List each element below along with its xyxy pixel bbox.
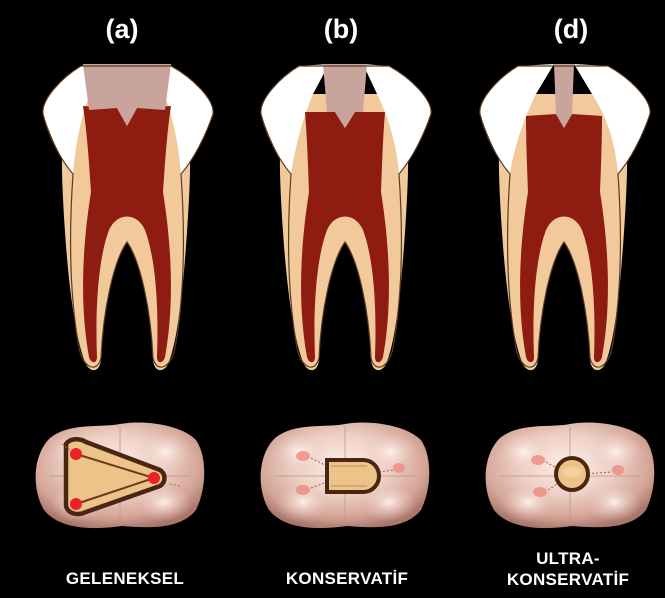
occlusal-view-ultra-conservative <box>480 418 660 534</box>
occlusal-view-conservative <box>255 418 435 534</box>
occlusal-view-traditional <box>30 418 210 534</box>
canal-orifice-icon <box>296 485 310 495</box>
canal-orifice-icon <box>531 455 545 465</box>
canal-orifice-icon <box>296 451 310 461</box>
caption-conservative: KONSERVATİF <box>257 568 437 589</box>
panel-label-d: (d) <box>531 14 611 45</box>
canal-orifice-icon <box>612 465 624 475</box>
caption-ultra-conservative: ULTRA- KONSERVATİF <box>478 548 658 590</box>
panel-label-b: (b) <box>301 14 381 45</box>
access-outline <box>327 460 379 492</box>
caption-line: GELENEKSEL <box>35 568 215 589</box>
caption-line: KONSERVATİF <box>478 569 658 590</box>
tooth-cross-section-conservative <box>243 52 443 382</box>
canal-orifice-icon <box>70 448 82 460</box>
caption-line: ULTRA- <box>478 548 658 569</box>
panel-label-a: (a) <box>82 14 162 45</box>
tooth-cross-section-ultra-conservative <box>462 52 662 382</box>
canal-orifice-icon <box>533 487 547 497</box>
canal-orifice-icon <box>393 463 405 473</box>
caption-traditional: GELENEKSEL <box>35 568 215 589</box>
caption-line: KONSERVATİF <box>257 568 437 589</box>
tooth-cross-section-traditional <box>25 52 225 382</box>
canal-orifice-icon <box>70 498 82 510</box>
canal-orifice-icon <box>148 472 160 484</box>
